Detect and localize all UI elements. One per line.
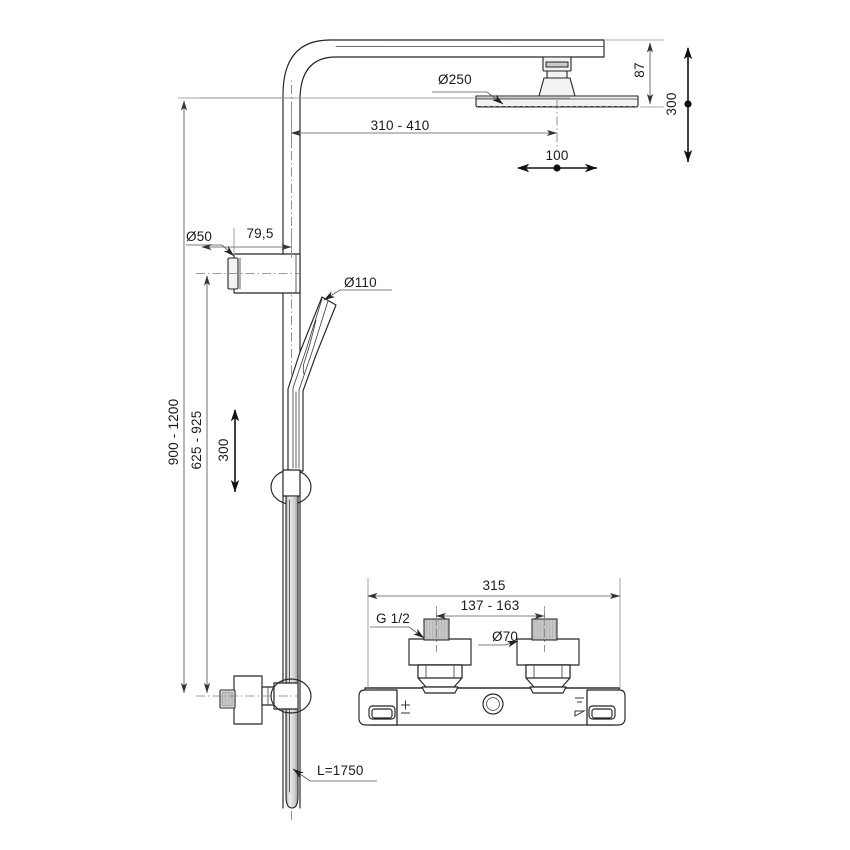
label-head-diameter: Ø250	[438, 72, 472, 87]
mixer-inlet-right	[516, 612, 580, 694]
dim-install-height-total	[178, 97, 294, 694]
label-rail-travel: 300	[216, 438, 231, 461]
dim-mixer-width	[367, 578, 621, 690]
dim-head-thickness	[606, 39, 664, 108]
label-head-drop: 300	[664, 92, 679, 115]
lower-wall-connection	[196, 675, 312, 725]
wall-elbow-bracket	[196, 253, 301, 294]
label-inlet-escutcheon: Ø70	[492, 629, 518, 644]
label-elbow-projection: 79,5	[246, 226, 273, 241]
overhead-adapter	[538, 77, 576, 97]
label-install-height-rail: 625 - 925	[189, 411, 204, 470]
shower-hose	[285, 495, 299, 809]
dim-elbow-diameter	[186, 244, 235, 257]
flow-markings	[574, 697, 586, 717]
escutcheon-left	[408, 638, 472, 666]
mixer-inlet-left	[408, 612, 472, 694]
temperature-markings	[401, 700, 410, 714]
dimension-labels: Ø250 310 - 410 100 87 300 Ø50 79,5 Ø110 …	[166, 62, 679, 778]
dim-inlet-escutcheon	[478, 640, 519, 648]
dim-head-swivel	[517, 163, 598, 173]
hand-shower	[287, 296, 337, 472]
mixer-outlet	[482, 693, 504, 715]
dim-mixer-inlet-spacing	[435, 606, 545, 624]
shower-column-geometry	[196, 39, 639, 820]
label-handshower-diameter: Ø110	[344, 275, 377, 290]
label-mixer-width: 315	[482, 578, 505, 593]
label-hose-length: L=1750	[317, 763, 364, 778]
dim-inlet-thread	[370, 626, 425, 639]
dim-hose-length	[292, 768, 377, 782]
label-install-height-total: 900 - 1200	[166, 399, 181, 466]
label-head-thickness: 87	[632, 62, 647, 77]
dim-handshower-diameter	[323, 289, 392, 301]
thermostatic-mixer	[358, 612, 626, 726]
dim-head-diameter	[432, 91, 504, 105]
dim-head-drop	[683, 47, 693, 163]
label-elbow-diameter: Ø50	[186, 229, 212, 244]
escutcheon-right	[516, 638, 580, 666]
label-head-swivel: 100	[545, 148, 568, 163]
label-inlet-thread: G 1/2	[376, 611, 410, 626]
label-head-projection: 310 - 410	[371, 118, 430, 133]
label-mixer-inlet-spacing: 137 - 163	[461, 598, 520, 613]
